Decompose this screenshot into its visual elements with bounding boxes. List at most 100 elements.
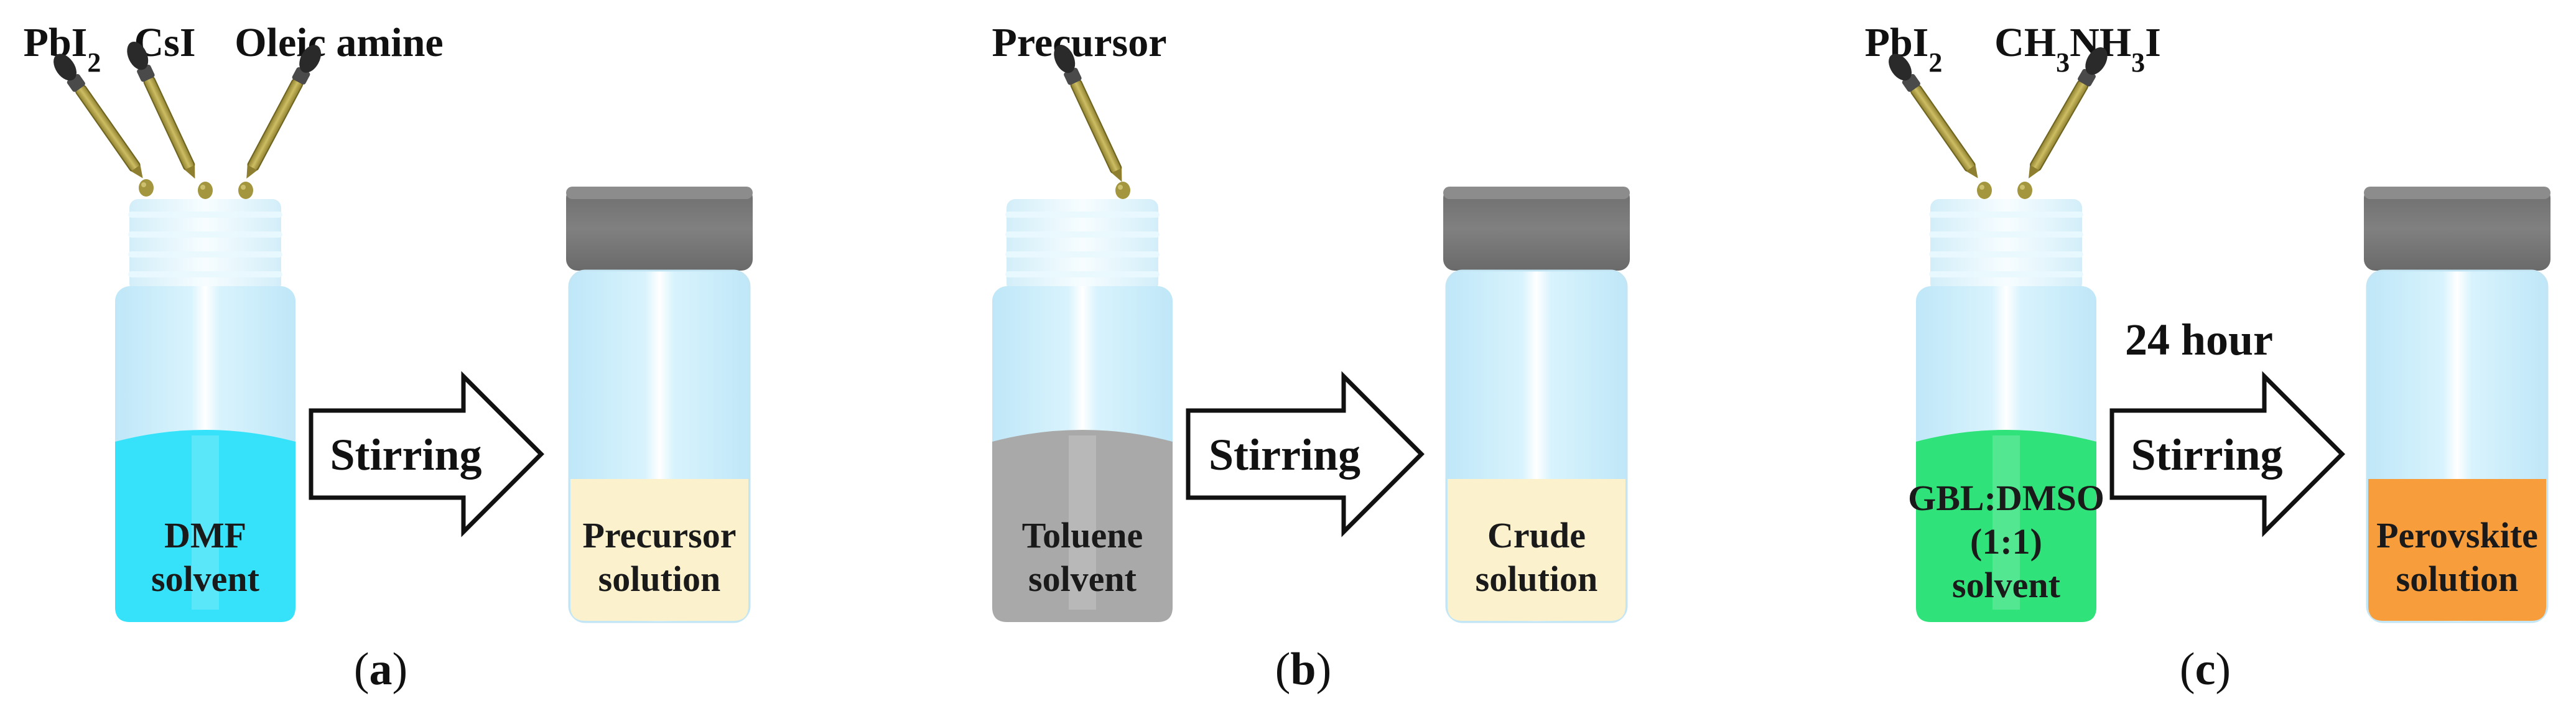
vial-cap <box>1443 187 1630 271</box>
pipette-0 <box>1054 45 1122 182</box>
droplet-1 <box>2017 182 2032 199</box>
droplet-0 <box>139 179 154 197</box>
vial-liquid <box>1448 479 1625 621</box>
pipette-tip <box>2029 165 2040 179</box>
closed-vial-label-line: Crude <box>1487 515 1586 556</box>
pipette-tube <box>1910 85 1976 172</box>
vial-liquid <box>2368 479 2546 621</box>
pipette-1 <box>127 42 195 179</box>
reagent-base: Precursor <box>992 20 1167 65</box>
reagent-base: Oleic amine <box>235 20 443 65</box>
vial-thread <box>128 271 282 277</box>
vial-cap-rim <box>566 187 753 199</box>
vial-thread <box>1929 231 2083 238</box>
liquid-highlight <box>192 435 219 610</box>
pipette-0 <box>53 53 143 179</box>
process-arrow <box>309 371 544 537</box>
vial-liquid <box>1916 430 2096 622</box>
droplet-0 <box>1977 182 1992 199</box>
closed-vial-label-line: Perovskite <box>2376 515 2538 556</box>
arrow-label: Stirring <box>2131 430 2283 480</box>
open-vial-label-line: solvent <box>1952 565 2061 605</box>
reagent-subscript: 2 <box>87 47 101 78</box>
pipette-bulb <box>127 42 149 70</box>
liquid-highlight <box>1992 435 2020 610</box>
open-vial-label-line: solvent <box>151 559 260 599</box>
open-vial-label-line: Toluene <box>1022 515 1143 556</box>
vial-thread <box>1005 212 1160 218</box>
pipette-tube <box>143 76 195 171</box>
pipette-tip <box>131 165 143 179</box>
pipette-tip <box>184 165 195 179</box>
pipette-1 <box>2029 47 2108 179</box>
pipette-tube <box>2030 80 2088 172</box>
open-vial-label-line: (1:1) <box>1970 521 2042 562</box>
droplet-highlight <box>200 185 205 190</box>
vial-cap <box>2364 187 2550 271</box>
pipette-bulb <box>53 53 77 81</box>
arrow-top-label: 24 hour <box>2125 315 2273 365</box>
open-vial-label-line: DMF <box>164 515 246 556</box>
vial-thread <box>128 231 282 238</box>
open-vial-label-line: solvent <box>1028 559 1137 599</box>
vial-thread <box>1005 231 1160 238</box>
reagent-subscript: 2 <box>1928 47 1942 78</box>
closed-vial-label-line: solution <box>2396 559 2519 599</box>
closed-vial-label-line: solution <box>1476 559 1598 599</box>
pipette-tip <box>1111 168 1122 182</box>
droplet-2 <box>238 182 253 199</box>
pipette-bulb <box>2085 47 2108 75</box>
panel-caption: (b) <box>1275 644 1331 695</box>
panel-caption: (c) <box>2180 644 2231 695</box>
reagent-subscript: 3 <box>2131 47 2145 78</box>
open-vial-label-line: GBL:DMSO <box>1908 478 2104 518</box>
vial-thread <box>1929 251 2083 258</box>
reagent-label: CH3NH3I <box>1994 20 2161 78</box>
reagent-label: Precursor <box>992 20 1167 65</box>
pipette-tube <box>247 78 303 171</box>
pipette-bulb <box>1054 45 1076 73</box>
pipette-tip <box>246 165 258 179</box>
reagent-label: Oleic amine <box>235 20 443 65</box>
pipette-tube <box>1070 79 1122 174</box>
pipette-bulb <box>1889 53 1912 81</box>
vial-liquid <box>115 430 295 622</box>
vial-cap-rim <box>2364 187 2550 199</box>
vial-cap <box>566 187 753 271</box>
droplet-0 <box>1115 182 1130 199</box>
liquid-highlight <box>1069 435 1096 610</box>
droplet-1 <box>198 182 213 199</box>
pipette-0 <box>1889 53 1978 179</box>
vial-thread <box>1005 271 1160 277</box>
droplet-highlight <box>2020 185 2025 190</box>
caption-open-paren: ( <box>354 644 370 695</box>
vial-thread <box>128 251 282 258</box>
pipette-tube <box>75 85 141 172</box>
process-arrow <box>2109 371 2345 537</box>
vial-neck <box>129 199 281 292</box>
caption-letter: b <box>1290 644 1316 695</box>
caption-open-paren: ( <box>1275 644 1291 695</box>
arrow-label: Stirring <box>330 430 482 480</box>
vial-liquid <box>570 479 748 621</box>
vial-thread <box>1929 271 2083 277</box>
reagent-base: CH <box>1994 20 2056 65</box>
closed-vial-label-line: solution <box>598 559 721 599</box>
panel-caption: (a) <box>354 644 407 695</box>
pipette-2 <box>246 45 321 179</box>
caption-open-paren: ( <box>2180 644 2195 695</box>
droplet-highlight <box>141 182 146 187</box>
caption-letter: c <box>2195 644 2216 695</box>
vial-thread <box>1005 251 1160 258</box>
arrow-label: Stirring <box>1209 430 1360 480</box>
vial-thread <box>128 212 282 218</box>
caption-close-paren: ) <box>1316 644 1332 695</box>
vial-neck <box>1930 199 2082 292</box>
reagent-subscript: 3 <box>2056 47 2070 78</box>
pipette-bulb <box>299 45 321 73</box>
vial-neck <box>1007 199 1158 292</box>
droplet-highlight <box>1979 185 1984 190</box>
